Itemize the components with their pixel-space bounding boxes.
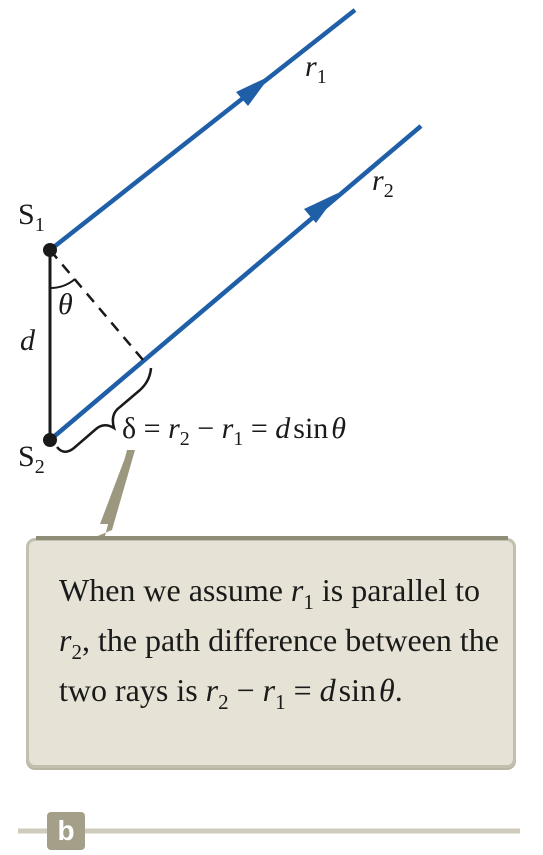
callout-box: When we assume r1 is parallel to r2, the… (26, 538, 516, 768)
callout-top-bar (36, 536, 508, 540)
ray-r2 (48, 124, 423, 442)
perpendicular-dashed-line (49, 249, 144, 361)
label-d: d (20, 324, 35, 357)
label-r2: r2 (372, 164, 394, 202)
source-s1-dot (43, 243, 57, 257)
theta-arc (49, 278, 76, 290)
label-s1: S1 (18, 198, 45, 236)
path-difference-brace (56, 367, 153, 453)
label-s2: S2 (18, 440, 45, 478)
source-s2-dot (43, 433, 57, 447)
label-r1: r1 (305, 50, 327, 88)
ray-r2-arrow (304, 193, 338, 223)
ray-r1 (48, 8, 357, 252)
ray-r1-arrow (236, 76, 270, 106)
panel-label-b: b (47, 812, 85, 850)
callout-text: When we assume r1 is parallel to r2, the… (59, 572, 499, 714)
label-theta: θ (58, 288, 73, 321)
